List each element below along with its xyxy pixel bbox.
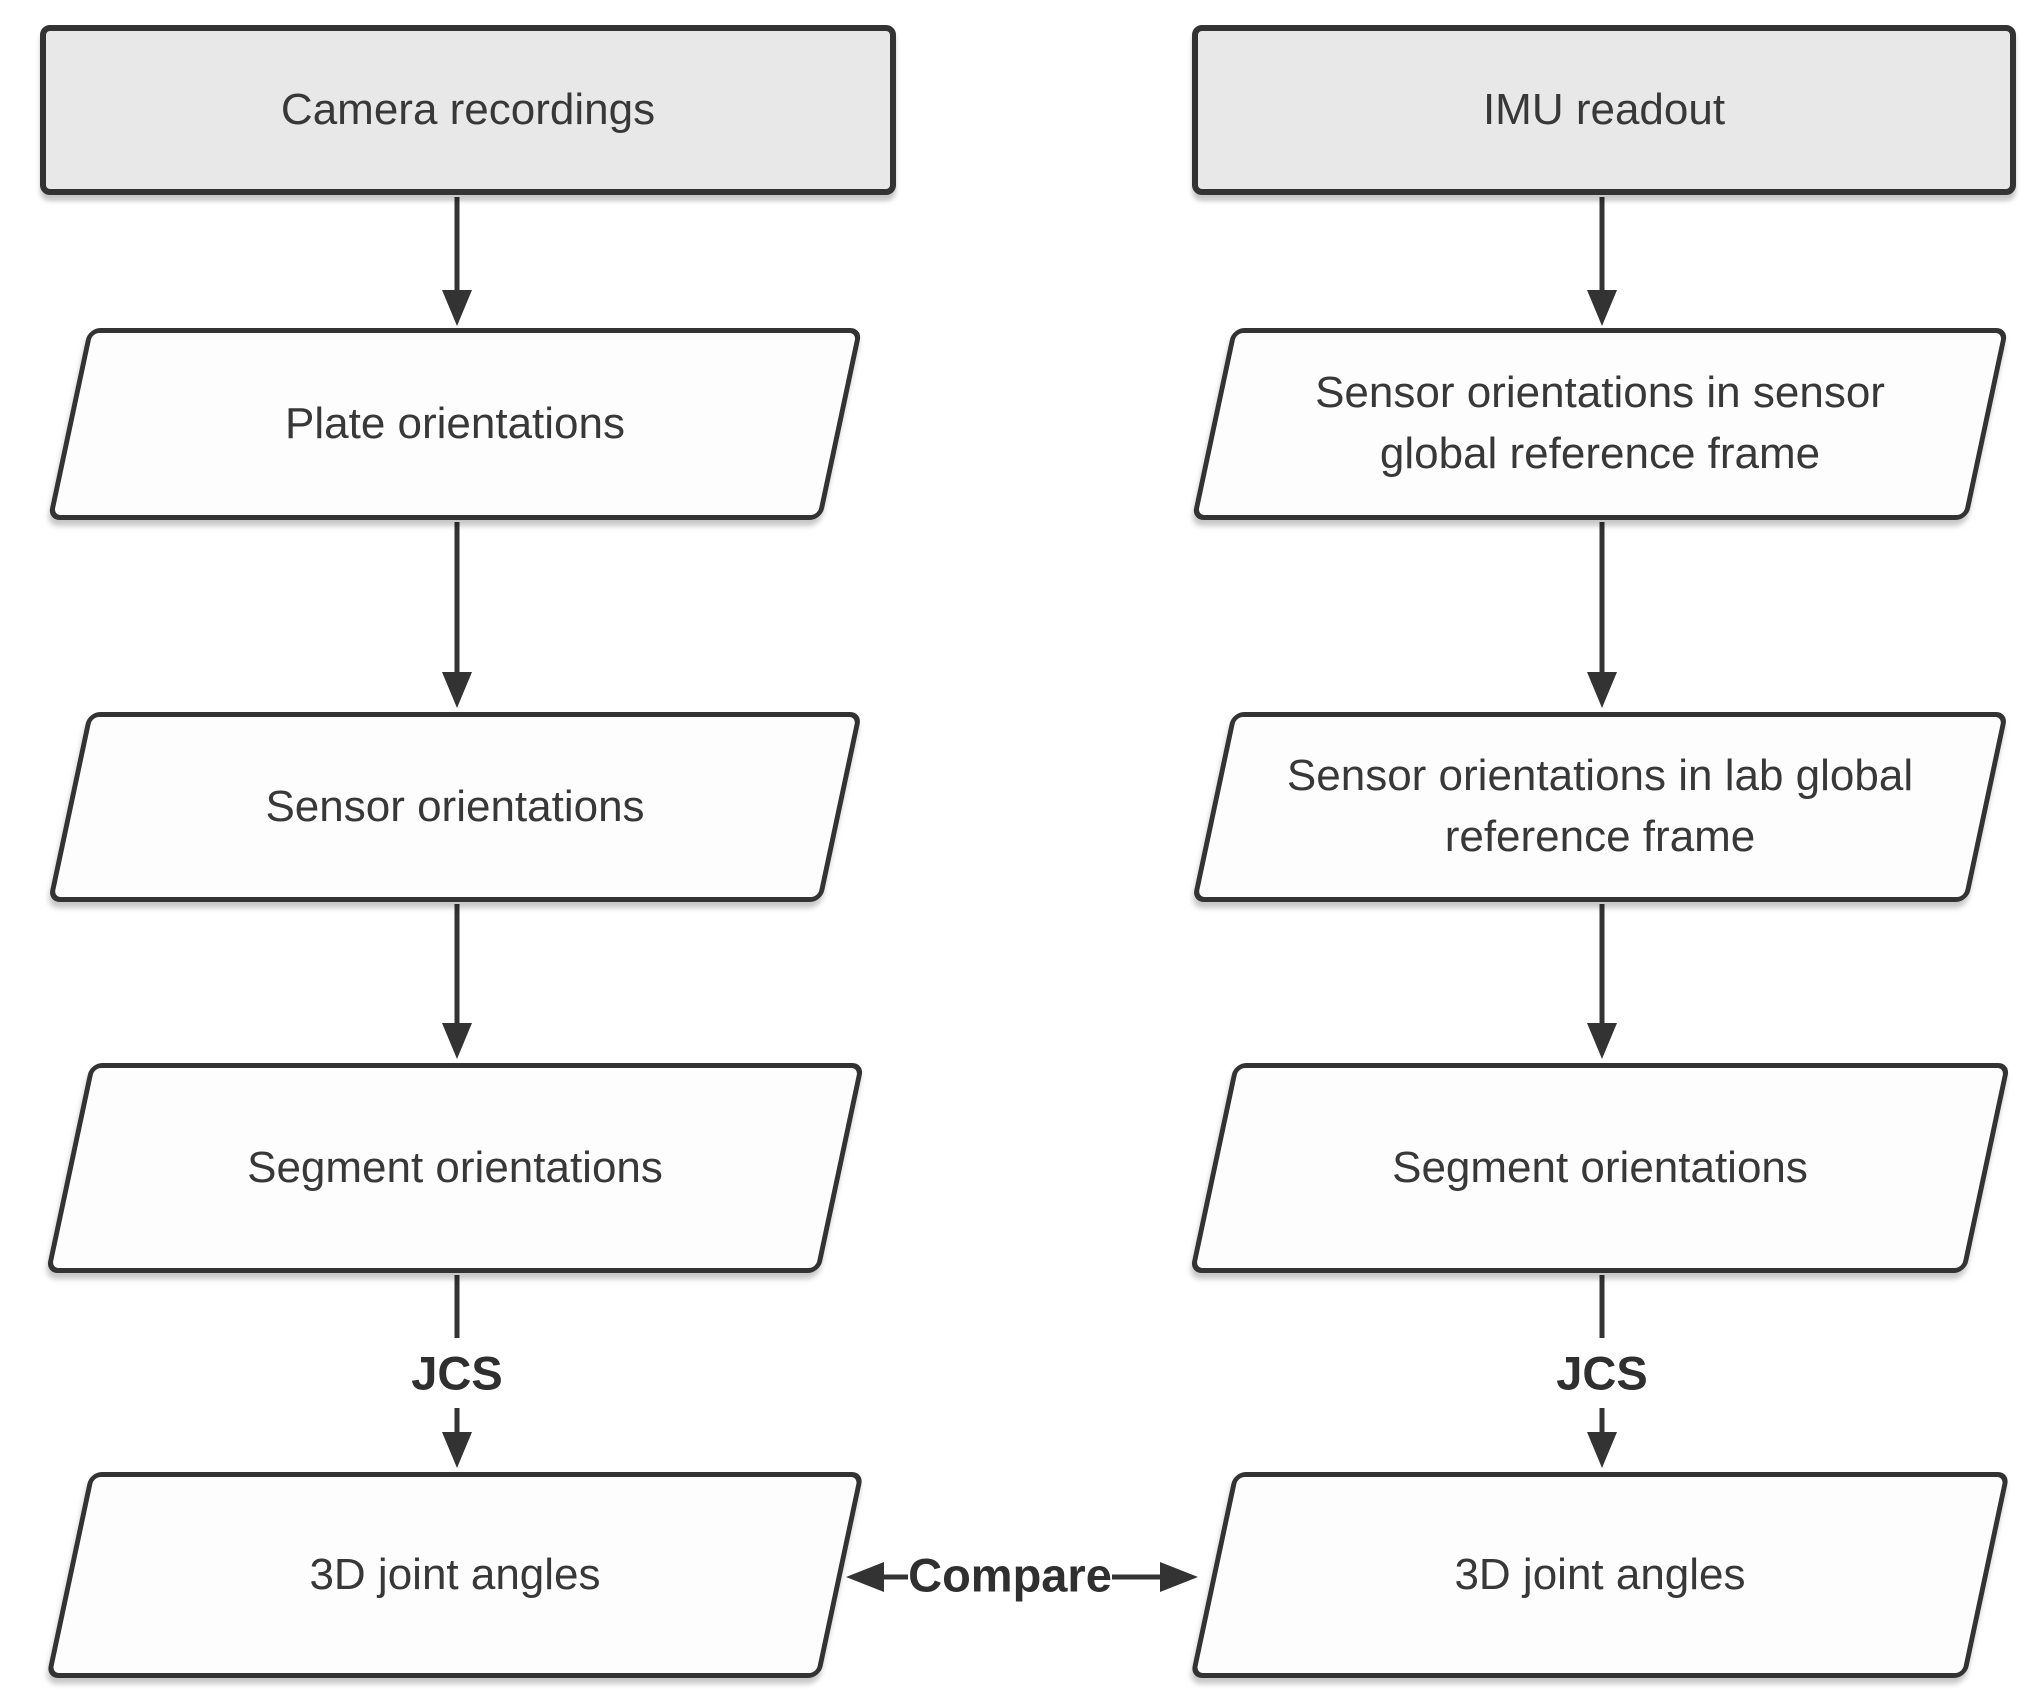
sensor-orientations-sensor-frame-line2: global reference frame [1379,429,1821,478]
camera-recordings-box: Camera recordings [40,25,896,195]
imu-readout-label: IMU readout [1192,25,2016,195]
segment-orientations-right-text: Segment orientations [1392,1142,1808,1192]
joint-angles-right-box: 3D joint angles [1190,1472,2010,1678]
joint-angles-right-label: 3D joint angles [1190,1472,2010,1678]
sensor-orientations-left-label: Sensor orientations [46,712,864,902]
sensor-orientations-left-text: Sensor orientations [265,781,645,831]
segment-orientations-left-label: Segment orientations [46,1063,864,1273]
sensor-orientations-sensor-frame-box: Sensor orientations in sensor global ref… [1190,328,2010,520]
imu-readout-text: IMU readout [1482,84,1726,134]
plate-orientations-text: Plate orientations [285,398,625,448]
imu-readout-box: IMU readout [1192,25,2016,195]
joint-angles-left-label: 3D joint angles [46,1472,864,1678]
plate-orientations-label: Plate orientations [46,328,864,520]
arrow-sensor-to-segment [442,904,472,1059]
sensor-orientations-sensor-frame-line1: Sensor orientations in sensor [1315,368,1885,418]
camera-recordings-box-shape [40,25,896,195]
joint-angles-left-box: 3D joint angles [46,1472,864,1678]
joint-angles-right-text: 3D joint angles [1454,1549,1746,1599]
arrow-labframe-to-segment [1587,904,1617,1059]
plate-orientations-box: Plate orientations [46,328,864,520]
imu-readout-box-shape [1192,25,2016,195]
segment-orientations-right-label: Segment orientations [1190,1063,2010,1273]
compare-label: Compare [908,1548,1112,1602]
sensor-orientations-lab-frame-box: Sensor orientations in lab global refere… [1190,712,2010,902]
camera-recordings-label: Camera recordings [40,25,896,195]
sensor-orientations-sensor-frame-label: Sensor orientations in sensor global ref… [1190,328,2010,520]
sensor-orientations-lab-frame-line1: Sensor orientations in lab global [1286,751,1914,801]
arrow-camera-to-plate [442,197,472,326]
jcs-label-left: JCS [411,1346,503,1400]
arrow-plate-to-sensor [442,522,472,708]
sensor-orientations-lab-frame-line2: reference frame [1444,812,1756,861]
camera-recordings-text: Camera recordings [280,84,656,134]
sensor-orientations-left-box: Sensor orientations [46,712,864,902]
arrow-imu-to-sensor-frame [1587,197,1617,326]
segment-orientations-left-text: Segment orientations [247,1142,663,1192]
joint-angles-left-text: 3D joint angles [309,1549,601,1599]
sensor-orientations-lab-frame-label: Sensor orientations in lab global refere… [1190,712,2010,902]
segment-orientations-right-box: Segment orientations [1189,1063,2011,1273]
jcs-label-right: JCS [1556,1346,1648,1400]
arrow-sensorframe-to-labframe [1587,522,1617,708]
segment-orientations-left-box: Segment orientations [45,1063,865,1273]
